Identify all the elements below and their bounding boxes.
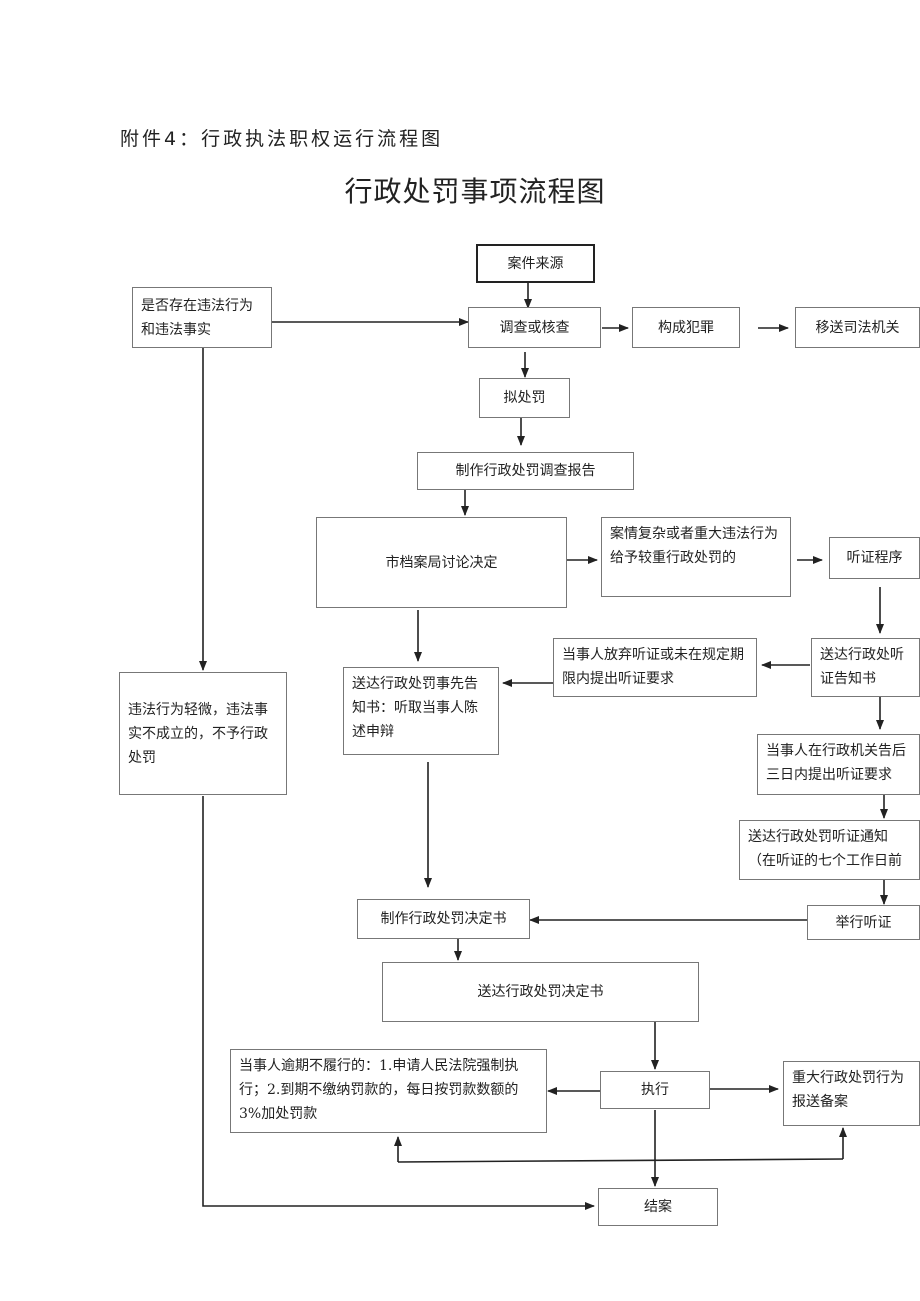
feedback-line <box>397 1158 844 1163</box>
box-party-request: 当事人在行政机关告后三日内提出听证要求 <box>757 734 920 795</box>
page-title: 行政处罚事项流程图 <box>344 175 606 208</box>
box-waive-hearing: 当事人放弃听证或未在规定期限内提出听证要求 <box>553 638 757 697</box>
box-hearing-notification: 送达行政处罚听证通知（在听证的七个工作日前 <box>739 820 920 880</box>
box-transfer-judicial: 移送司法机关 <box>795 307 920 348</box>
box-crime: 构成犯罪 <box>632 307 740 348</box>
box-prior-notice: 送达行政处罚事先告知书：听取当事人陈述申辩 <box>343 667 499 755</box>
box-minor-violation: 违法行为轻微，违法事实不成立的，不予行政处罚 <box>119 672 287 795</box>
attachment-label: 附件4：行政执法职权运行流程图 <box>120 128 444 150</box>
box-deliver-decision: 送达行政处罚决定书 <box>382 962 699 1022</box>
box-execute: 执行 <box>600 1071 710 1109</box>
box-investigation-report: 制作行政处罚调查报告 <box>417 452 634 490</box>
box-propose-penalty: 拟处罚 <box>479 378 570 418</box>
box-overdue-enforcement: 当事人逾期不履行的：1.申请人民法院强制执行；2.到期不缴纳罚款的，每日按罚款数… <box>230 1049 547 1133</box>
box-hearing-notice: 送达行政处听证告知书 <box>811 638 920 697</box>
box-major-report: 重大行政处罚行为报送备案 <box>783 1061 920 1126</box>
box-hearing-procedure: 听证程序 <box>829 537 920 579</box>
box-close-case: 结案 <box>598 1188 718 1226</box>
box-violation-question: 是否存在违法行为和违法事实 <box>132 287 272 348</box>
box-case-source: 案件来源 <box>476 244 595 283</box>
arrow-minor-close <box>202 796 595 1210</box>
box-bureau-decide: 市档案局讨论决定 <box>316 517 567 608</box>
box-investigate: 调查或核查 <box>468 307 601 348</box>
box-hold-hearing: 举行听证 <box>807 905 920 940</box>
box-complex-case: 案情复杂或者重大违法行为给予较重行政处罚的 <box>601 517 791 597</box>
box-make-decision: 制作行政处罚决定书 <box>357 899 530 939</box>
